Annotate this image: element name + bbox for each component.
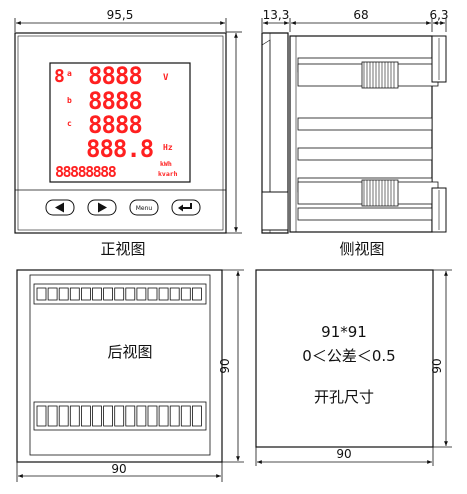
lcd-display: [49, 62, 191, 183]
lcd-row-tag: 8: [54, 66, 65, 87]
rear-width-dim: 90: [111, 462, 126, 476]
rear-top-terminal: [81, 287, 91, 301]
front-view-caption: 正视图: [100, 240, 145, 258]
rear-top-terminal: [103, 287, 113, 301]
rear-bottom-terminal: [36, 405, 47, 427]
side-depth-dim-body: 68: [353, 8, 368, 22]
rear-view: 后视图 90 90: [16, 269, 244, 482]
rear-height-dim: 90: [218, 358, 232, 373]
side-depth-dim-rear: 6,3: [429, 8, 448, 22]
lcd-phase-a-label: a: [67, 69, 72, 78]
rear-bottom-terminal: [191, 405, 202, 427]
rear-bottom-terminal: [125, 405, 136, 427]
rear-top-terminal: [169, 287, 180, 301]
side-depth-dim-front: 13,3: [263, 8, 290, 22]
rear-top-terminal-strip: [33, 283, 207, 305]
lcd-unit-kvarh: kvarh: [158, 170, 178, 178]
side-view-caption: 侧视图: [339, 240, 384, 258]
rear-bottom-terminal: [158, 405, 169, 427]
rear-bottom-terminal: [92, 405, 102, 427]
cutout-size-text: 91*91: [321, 323, 367, 341]
rear-bottom-terminal: [81, 405, 91, 427]
rear-top-terminal: [47, 287, 58, 301]
cutout-outline: [255, 269, 434, 448]
rear-bottom-terminal: [58, 405, 69, 427]
lcd-unit-kwh: kWh: [160, 160, 172, 168]
rear-bottom-terminal: [114, 405, 125, 427]
rear-top-terminal: [36, 287, 47, 301]
cutout-width-dim: 90: [336, 447, 351, 461]
rear-top-terminal: [191, 287, 202, 301]
menu-button-label: Menu: [136, 205, 153, 212]
rear-bottom-terminal: [180, 405, 191, 427]
panel-cutout-view: 91*91 0＜公差＜0.5 开孔尺寸 90 90: [255, 269, 452, 466]
left-button[interactable]: [45, 199, 75, 216]
rear-top-terminal: [69, 287, 80, 301]
lcd-row-1-digits: 8888: [88, 62, 142, 90]
enter-button[interactable]: [171, 199, 201, 216]
rear-bottom-terminal: [147, 405, 158, 427]
rear-bottom-terminal: [47, 405, 58, 427]
rear-bottom-terminal: [136, 405, 147, 427]
rear-top-terminal: [158, 287, 169, 301]
lcd-unit-hz: Hz: [163, 143, 173, 152]
rear-top-terminal: [136, 287, 147, 301]
cutout-tolerance-text: 0＜公差＜0.5: [302, 347, 395, 365]
right-button[interactable]: [87, 199, 117, 216]
menu-button[interactable]: Menu: [129, 199, 159, 216]
lcd-phase-c-label: c: [67, 119, 72, 128]
rear-bottom-terminal-strip: [33, 401, 207, 431]
lcd-phase-b-label: b: [67, 96, 72, 105]
lcd-row-3-digits: 8888: [88, 111, 142, 139]
lcd-row-2-digits: 8888: [88, 87, 142, 115]
rear-top-terminal: [92, 287, 102, 301]
lcd-unit-v: V: [163, 73, 169, 83]
rear-bottom-terminal: [169, 405, 180, 427]
rear-top-terminal: [58, 287, 69, 301]
rear-bottom-terminal: [103, 405, 113, 427]
lower-mounting-screw: [297, 179, 439, 207]
lcd-row-5-digits: 88888888: [55, 163, 117, 181]
side-view: 13,3 68 6,3 侧视图: [261, 8, 449, 258]
cutout-caption: 开孔尺寸: [314, 388, 374, 406]
rear-top-terminal: [125, 287, 136, 301]
cutout-height-dim: 90: [430, 358, 444, 373]
rear-top-terminal: [147, 287, 158, 301]
rear-top-terminal: [114, 287, 125, 301]
rear-top-terminal: [180, 287, 191, 301]
front-view: 95,5 96 8 a 8888 V b 8888 c 8888 888.8 H…: [14, 8, 242, 258]
rear-bottom-terminal: [69, 405, 80, 427]
upper-mounting-screw: [297, 61, 439, 89]
front-width-dim: 95,5: [107, 8, 134, 22]
rear-view-caption: 后视图: [107, 343, 152, 361]
lcd-row-4-digits: 888.8: [86, 135, 153, 163]
